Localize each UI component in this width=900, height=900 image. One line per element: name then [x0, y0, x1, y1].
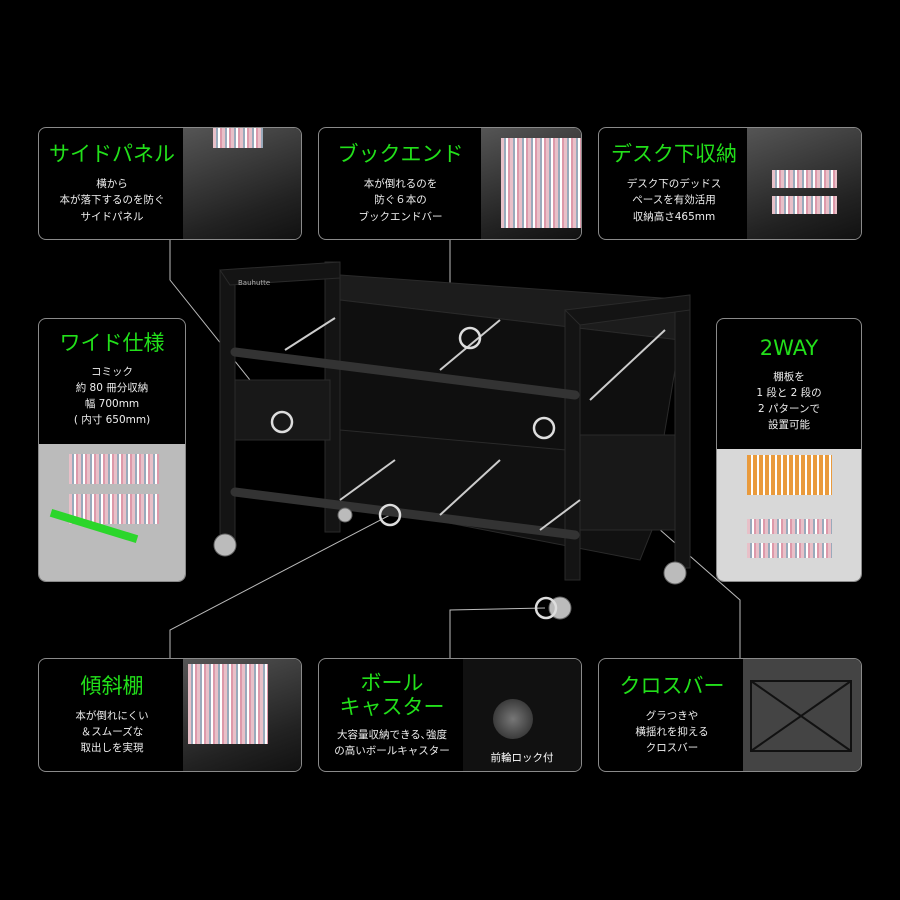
feature-title: クロスバー: [619, 673, 725, 698]
feature-crossbar: クロスバー グラつきや横揺れを抑えるクロスバー: [598, 658, 862, 772]
under-desk-photo: [747, 128, 861, 239]
feature-ball-caster: ボールキャスター 大容量収納できる､強度の高いボールキャスター 前輪ロック付: [318, 658, 582, 772]
bookend-photo: [481, 128, 581, 239]
feature-title: ボールキャスター: [339, 670, 445, 719]
caster-photo: 前輪ロック付: [463, 659, 581, 771]
feature-desc: デスク下のデッドスペースを有効活用収納高さ465mm: [626, 178, 722, 223]
slanted-shelf-photo: [183, 659, 301, 771]
feature-title: デスク下収納: [611, 142, 737, 167]
product-logo: Bauhutte: [238, 279, 270, 287]
rack: [219, 261, 691, 581]
feature-side-panel: サイドパネル 横から本が落下するのを防ぐサイドパネル: [38, 127, 302, 240]
feature-bookend: ブックエンド 本が倒れるのを防ぐ６本のブックエンドバー: [318, 127, 582, 240]
feature-slanted-shelf: 傾斜棚 本が倒れにくい＆スムーズな取出しを実現: [38, 658, 302, 772]
feature-under-desk: デスク下収納 デスク下のデッドスペースを有効活用収納高さ465mm: [598, 127, 862, 240]
feature-title: 傾斜棚: [80, 673, 144, 698]
feature-title: ワイド仕様: [59, 331, 165, 356]
feature-title: サイドパネル: [49, 142, 175, 167]
feature-desc: 本が倒れにくい＆スムーズな取出しを実現: [75, 709, 149, 755]
side-panel-photo: [183, 128, 301, 239]
2way-photo: [717, 449, 861, 581]
feature-desc: 横から本が落下するのを防ぐサイドパネル: [59, 178, 165, 223]
photo-caption: 前輪ロック付: [490, 752, 554, 764]
feature-desc: コミック約 80 冊分収納幅 700mm( 内寸 650mm): [73, 365, 151, 427]
callout-circles: [270, 326, 558, 620]
feature-wide: ワイド仕様 コミック約 80 冊分収納幅 700mm( 内寸 650mm): [38, 318, 186, 582]
feature-desc: 本が倒れるのを防ぐ６本のブックエンドバー: [358, 178, 443, 223]
wide-photo: [39, 444, 185, 581]
feature-title: 2WAY: [759, 336, 819, 361]
feature-desc: 大容量収納できる､強度の高いボールキャスター: [334, 728, 450, 758]
caster-wheel: [493, 699, 533, 739]
feature-title: ブックエンド: [337, 142, 464, 167]
feature-desc: グラつきや横揺れを抑えるクロスバー: [635, 709, 709, 755]
crossbar-photo: [743, 659, 861, 771]
